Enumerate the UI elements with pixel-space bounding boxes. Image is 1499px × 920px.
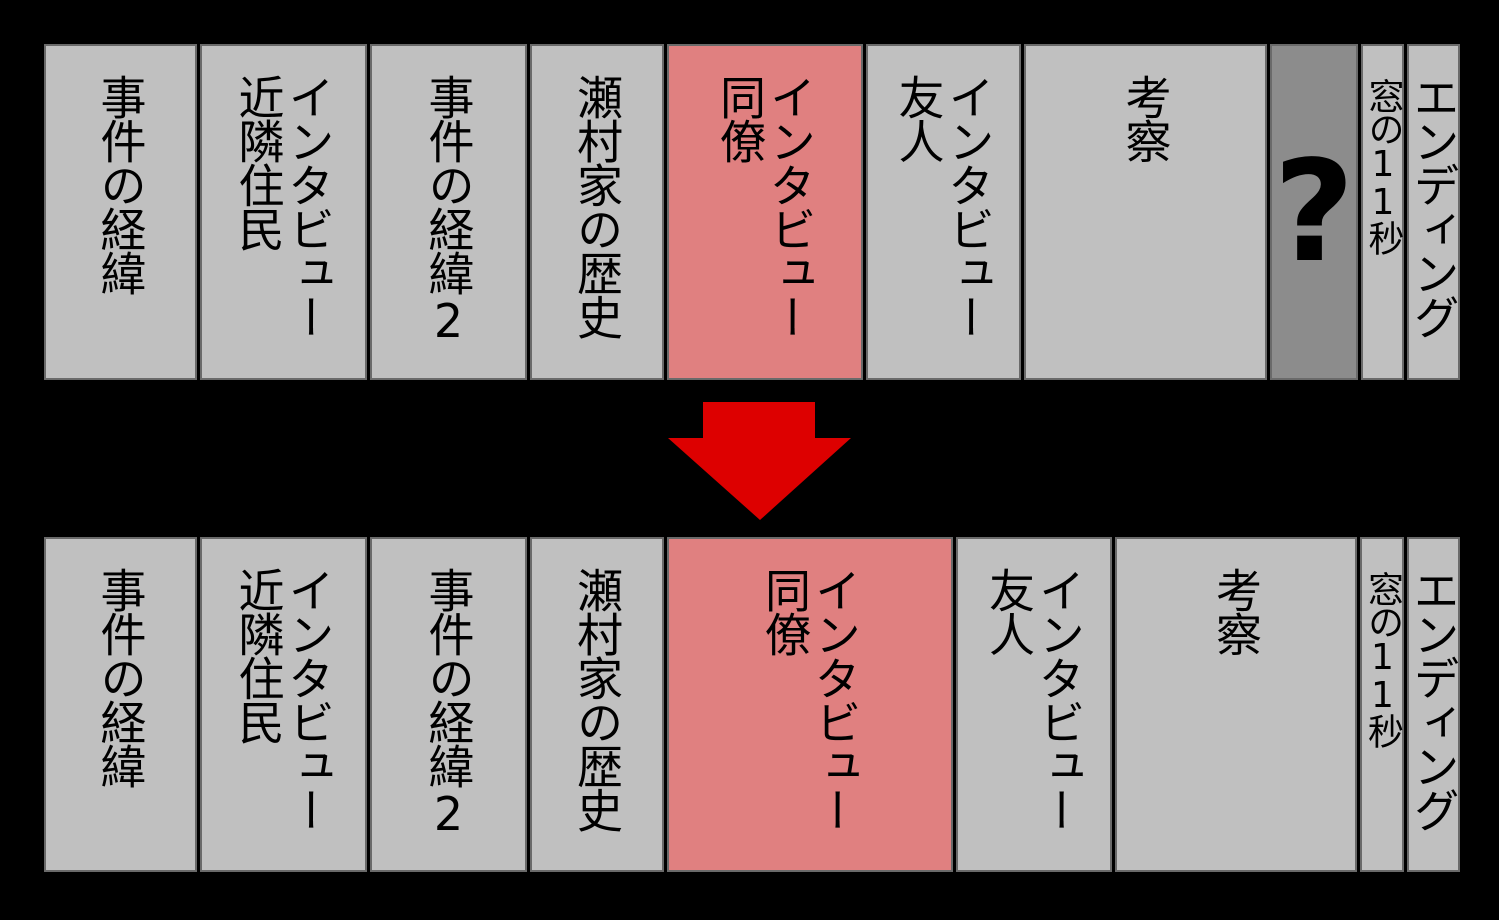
question-mark: ? xyxy=(1273,130,1355,294)
chapter-block: 窓の11秒 xyxy=(1361,44,1404,380)
chapter-block: エンディング xyxy=(1406,44,1461,380)
chapter-block: インタビュー 近隣住民 xyxy=(200,44,367,380)
chapter-label: 瀬村家の歴史 xyxy=(570,567,624,831)
chapter-label: 考察 xyxy=(1118,74,1173,162)
chapter-block: インタビュー 友人 xyxy=(866,44,1021,380)
chapter-label: インタビュー 近隣住民 xyxy=(231,567,336,831)
chapter-block: 瀬村家の歴史 xyxy=(530,537,664,872)
chapter-block: ? xyxy=(1270,44,1358,380)
chapter-label: インタビュー 同僚 xyxy=(758,567,862,831)
chapter-block: 考察 xyxy=(1024,44,1267,380)
chapter-label: 事件の経緯 xyxy=(93,567,148,787)
chapter-label: インタビュー 友人 xyxy=(891,74,996,338)
chapter-label: エンディング xyxy=(1406,567,1461,831)
chapter-label: 瀬村家の歴史 xyxy=(570,74,624,338)
chapter-label: 窓の11秒 xyxy=(1362,571,1403,746)
chapter-block: インタビュー 同僚 xyxy=(667,44,863,380)
down-arrow-icon xyxy=(668,402,851,520)
chapter-block: エンディング xyxy=(1406,537,1461,872)
chapter-block: インタビュー 近隣住民 xyxy=(200,537,367,872)
chapter-label: 事件の経緯2 xyxy=(421,567,476,839)
chapter-block: 事件の経緯2 xyxy=(370,44,527,380)
chapter-block: 瀬村家の歴史 xyxy=(530,44,664,380)
chapter-label: インタビュー 近隣住民 xyxy=(231,74,336,338)
chapter-label: エンディング xyxy=(1406,74,1461,338)
chapter-block: 事件の経緯 xyxy=(44,44,197,380)
chapter-block: インタビュー 同僚 xyxy=(667,537,953,872)
chapter-block: 考察 xyxy=(1115,537,1357,872)
chapter-label: 事件の経緯 xyxy=(93,74,148,294)
chapter-label: 窓の11秒 xyxy=(1362,78,1404,253)
chapter-block: 窓の11秒 xyxy=(1360,537,1404,872)
chapter-block: 事件の経緯 xyxy=(44,537,197,872)
chapter-block: 事件の経緯2 xyxy=(370,537,527,872)
chapter-block: インタビュー 友人 xyxy=(956,537,1112,872)
chapter-label: 事件の経緯2 xyxy=(421,74,476,346)
chapter-label: 考察 xyxy=(1209,567,1263,655)
chapter-label: インタビュー 同僚 xyxy=(713,74,817,338)
chapter-label: インタビュー 友人 xyxy=(982,567,1086,831)
